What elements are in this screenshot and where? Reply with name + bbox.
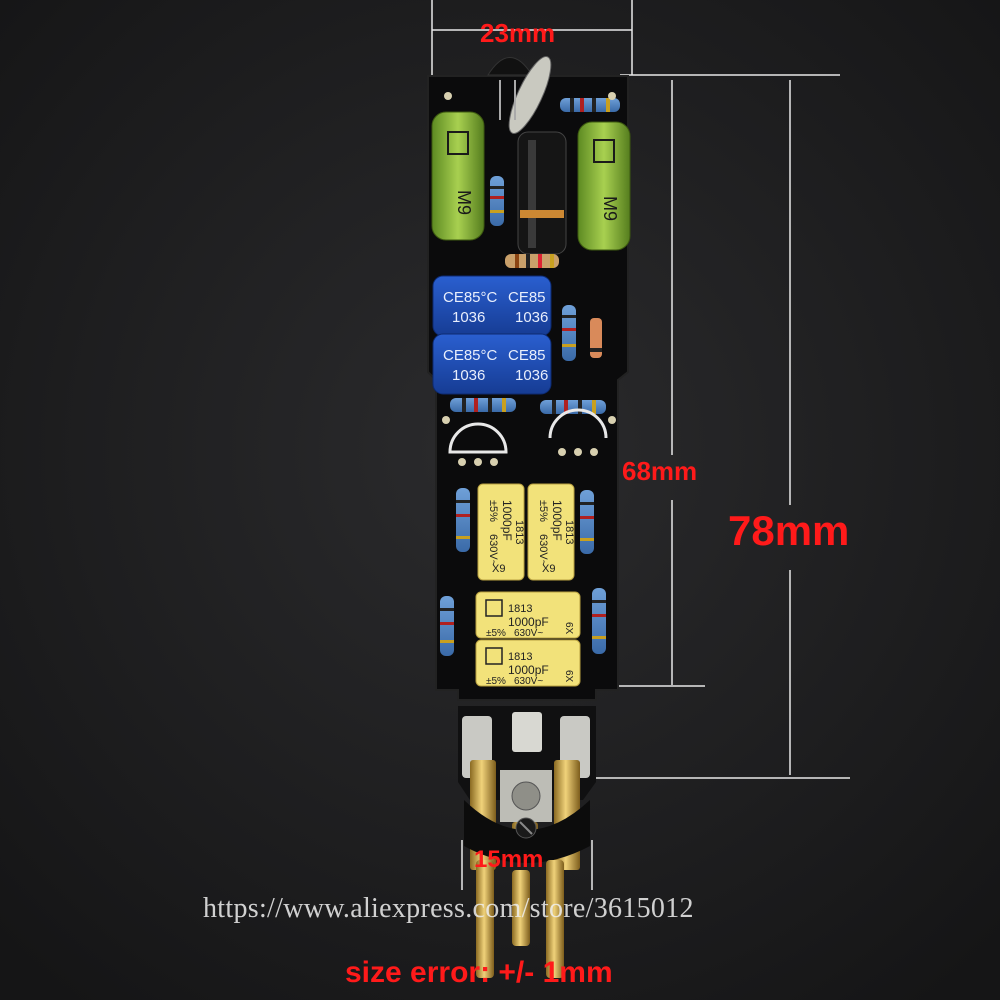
svg-text:±5%: ±5% [486,676,506,687]
green-capacitor-left: M9 [431,111,485,241]
svg-text:±5%: ±5% [537,500,549,522]
resistor [560,98,620,112]
yellow-film-capacitor: ±5% 1813 1000pF 630V~ X9 [477,483,525,581]
solder-pads [442,92,616,466]
svg-text:±5%: ±5% [487,500,499,522]
resistor [440,596,454,656]
svg-text:1000pF: 1000pF [508,615,549,629]
svg-text:±5%: ±5% [486,628,506,639]
svg-text:1000pF: 1000pF [500,500,514,541]
resistor [490,176,504,226]
svg-text:CE85°C: CE85°C [443,289,498,306]
green-cap-label: M9 [454,190,474,215]
store-watermark: https://www.aliexpress.com/store/3615012 [203,893,694,924]
inner-height-dimension-label: 68mm [622,456,698,486]
resistor [456,488,470,552]
svg-text:630V~: 630V~ [537,534,549,566]
black-electrolytic-capacitor [517,131,567,255]
svg-text:1036: 1036 [452,309,485,326]
svg-text:6X: 6X [563,670,574,683]
yellow-film-capacitor: 1813 1000pF ±5% 630V~ 6X [475,591,581,639]
svg-text:1813: 1813 [508,603,532,615]
svg-text:1036: 1036 [515,309,548,326]
svg-text:1036: 1036 [452,367,485,384]
total-height-dimension-label: 78mm [728,507,850,554]
svg-text:1000pF: 1000pF [508,663,549,677]
svg-text:6X: 6X [563,622,574,635]
width-dimension-label: 23mm [480,18,556,48]
diode [590,318,602,358]
green-capacitor-right: M9 [577,121,631,251]
svg-text:X9: X9 [492,563,505,575]
green-cap-label: M9 [600,196,620,221]
svg-text:CE85°C: CE85°C [443,347,498,364]
dimension-lines [431,0,850,890]
connector-width-dimension-label: 15mm [474,846,544,873]
resistor [505,254,559,268]
transistor-outline [448,408,608,454]
svg-text:CE85: CE85 [508,347,546,364]
resistor [562,305,576,361]
blue-capacitor: CE85°C 1036 CE85 1036 [432,333,552,395]
resistor [450,398,516,412]
svg-text:630V~: 630V~ [487,534,499,566]
svg-text:1813: 1813 [563,520,575,544]
resistor [580,490,594,554]
svg-text:630V~: 630V~ [514,628,543,639]
yellow-film-capacitor: ±5% 1813 1000pF 630V~ X9 [527,483,575,581]
svg-text:X9: X9 [542,563,555,575]
xlr-connector [462,712,590,870]
resistor [592,588,606,654]
svg-text:1813: 1813 [508,651,532,663]
svg-text:CE85: CE85 [508,289,546,306]
top-transistor [487,56,552,134]
svg-text:1000pF: 1000pF [550,500,564,541]
svg-text:1813: 1813 [513,520,525,544]
svg-text:630V~: 630V~ [514,676,543,687]
resistor [540,400,606,414]
gold-pins [476,860,564,978]
blue-capacitor: CE85°C 1036 CE85 1036 [432,275,552,337]
yellow-film-capacitor: 1813 1000pF ±5% 630V~ 6X [475,639,581,687]
svg-text:1036: 1036 [515,367,548,384]
size-error-note: size error: +/- 1mm [345,956,613,989]
